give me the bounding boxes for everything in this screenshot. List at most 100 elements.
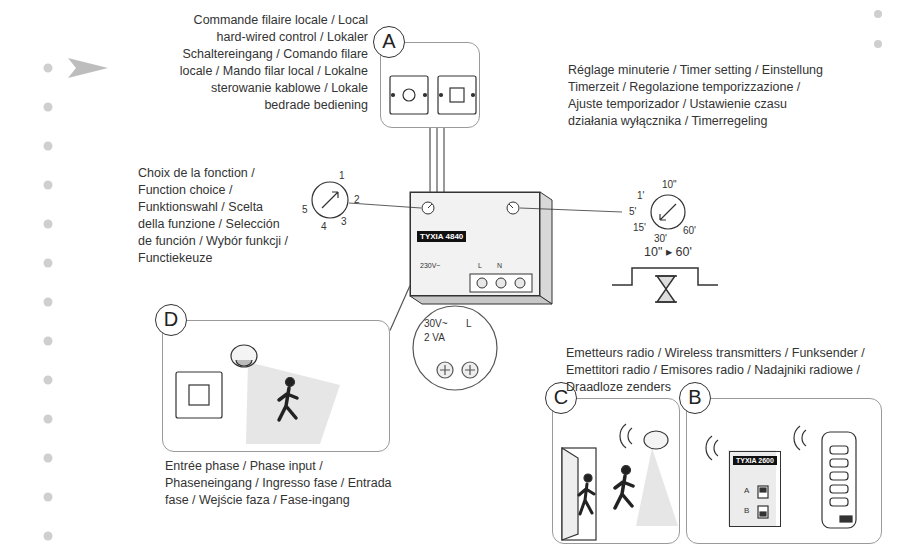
switch-plates [438,76,476,114]
panel-b-figures [760,488,766,492]
module-body [496,278,506,288]
panel-b-figures [794,426,806,450]
panel-a: A [380,42,480,128]
panel-b-figures [830,446,848,454]
bullet-dots [44,415,53,424]
panel-d: D [162,320,390,452]
panel-c-figures [584,474,592,482]
bullet-dots [44,259,53,268]
bullet-dots [44,454,53,463]
dial-number: 5 [302,204,308,216]
panel-d-figures [176,372,222,418]
caption-text: Emetteurs radio / Wireless transmitters … [566,345,884,396]
terminal-zoom [440,365,475,375]
timer-value: 15' [633,222,646,234]
bullet-dots [44,103,53,112]
panel-d-figures [176,345,340,444]
switch-plates [440,94,443,97]
panel-b-figures [830,459,848,467]
wire-connector [390,286,410,331]
timer-symbol [612,268,718,302]
module-body [477,278,487,288]
corner-dots [874,40,882,48]
dial-number: 1 [339,170,345,182]
terminal-zoom [413,306,497,390]
panel-c-figures [644,431,668,449]
panel-b-figures [758,506,768,518]
caption-text: Entrée phase / Phase input / Phaseneinga… [165,458,395,509]
bullet-dots [44,337,53,346]
switch-plates [403,89,415,101]
terminal-rating: 2 VA [424,332,445,344]
timer-value: 30' [654,233,667,245]
panel-b-figures [706,426,856,528]
channel-name: B [744,506,749,516]
callout-letter: A [373,26,405,58]
timer-value: 1' [637,190,644,202]
caption-text: Réglage minuterie / Timer setting / Eins… [568,62,830,130]
panel-b-figures [760,512,766,516]
terminal-name: L [466,318,472,330]
panel-b-figures [830,472,848,480]
bullet-dots [44,142,53,151]
panel-b-figures [822,432,856,528]
function-dial [312,182,348,218]
corner-dots [874,10,882,18]
bullet-dots [44,220,53,229]
terminal-rating: 230V~ [420,262,440,270]
timer-symbol [655,301,677,303]
module-body [410,296,552,304]
timer-dial [660,204,676,220]
bullet-dots [44,532,53,541]
timer-symbol [655,275,677,277]
pointer-arrow [68,58,108,78]
switch-plates [390,76,428,114]
panel-d-figures [286,378,295,387]
dial-number: 2 [354,194,360,206]
module-body [410,192,540,296]
panel-d-figures [236,360,252,366]
panel-b-figures [758,486,768,498]
panel-b-figures [830,498,848,506]
model-label: TYXIA 4840 [417,231,466,242]
module-body [515,278,525,288]
switch-plates [450,88,464,102]
timer-value: 10" [662,179,677,191]
timer-dial [651,195,685,229]
receiver-module: TYXIA 2600 [729,451,781,527]
panel-b-figures [830,485,848,493]
panel-b-figures [728,450,776,526]
timer-value: 5' [629,206,636,218]
module-body [509,204,513,208]
terminal-rating: 30V~ [424,318,448,330]
callout-letter: D [155,304,187,336]
timer-dial [520,195,685,229]
panel-b-figures [830,446,848,506]
model-label: TYXIA 2600 [733,456,777,465]
module-body [507,202,519,214]
control-wires [436,128,437,192]
caption-text: Choix de la fonction / Function choice /… [138,165,290,267]
panel-c-figures [579,484,594,514]
bullet-dots [44,298,53,307]
panel-d-figures [279,388,297,420]
module-box: TYXIA 4840 [410,192,540,296]
timer-dial [520,208,622,212]
switch-plates [424,94,427,97]
panel-c-figures [562,424,678,540]
panel-c-figures [562,448,578,540]
channel-name: A [744,486,749,496]
panel-c-figures [620,424,632,448]
panel-d-figures [231,345,257,367]
dial-number: 4 [321,221,327,233]
switch-plates [390,76,476,114]
timer-range: 10" ▸ 60' [620,245,716,260]
terminal-zoom [413,306,497,390]
control-wires [437,128,444,192]
control-wires [443,128,444,192]
timer-symbol [657,276,675,302]
bullet-dots [44,493,53,502]
panel-b-figures [840,516,852,522]
pointer-arrow [68,58,108,78]
